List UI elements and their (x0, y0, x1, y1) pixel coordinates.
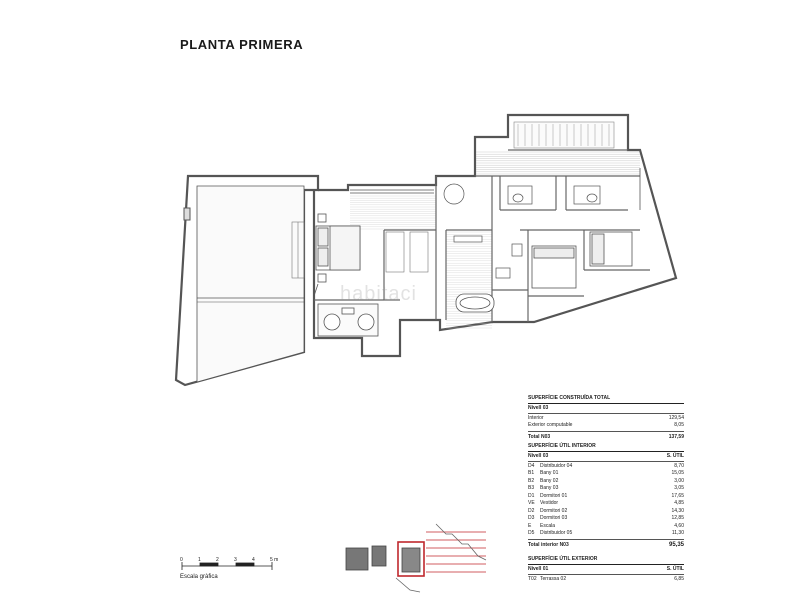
scale-tick-label: 3 (234, 557, 237, 563)
row-label: Dormitori 03 (540, 515, 568, 521)
row-code: D1 (528, 492, 535, 499)
row-code: E (528, 522, 532, 529)
row-value: 14,30 (671, 507, 684, 514)
row-code: B2 (528, 477, 535, 484)
table-row: D2 Dormitori 02 14,30 (528, 507, 684, 515)
row-code: D5 (528, 530, 535, 536)
row-label: Bany 02 (540, 477, 559, 484)
scale-bar (181, 562, 273, 570)
row-value: 11,30 (671, 530, 684, 536)
partitions (314, 149, 650, 322)
row-code: B1 (528, 470, 535, 476)
closet (291, 221, 429, 279)
watermark: habitaci (340, 283, 417, 305)
table-row: D1 Dormitori 01 17,65 (528, 492, 684, 500)
bedroom-beds (531, 231, 633, 289)
scale-tick-label: 2 (216, 557, 219, 563)
table-row: D3 Dormitori 03 12,85 (528, 515, 684, 523)
scale-label: Escala gràfica (180, 574, 218, 580)
scale-tick-label: 5 m (270, 557, 279, 563)
row-code: D3 (528, 515, 535, 521)
row-label: Dormitori 02 (540, 507, 568, 514)
table-row: B3 Bany 03 3,05 (528, 485, 684, 493)
row-label: Bany 01 (540, 470, 559, 476)
row-label: Dormitori 01 (540, 492, 568, 499)
bath-fixtures (443, 183, 601, 279)
constructed-header: SUPERFÍCIE CONSTRUÏDA TOTAL (528, 395, 684, 404)
stairs (513, 121, 615, 149)
row-value: 8,70 (674, 462, 684, 469)
table-row: B1 Bany 01 15,05 (528, 470, 684, 478)
table-row: D4 Distribuidor 04 8,70 (528, 462, 684, 470)
row-code: B3 (528, 485, 535, 491)
bathtub (455, 293, 495, 313)
row-label: Distribuidor 04 (540, 462, 573, 469)
master-bed (315, 213, 361, 283)
row-value: 12,85 (671, 515, 684, 521)
table-row: VE Vestidor 4,85 (528, 500, 684, 508)
row-code: D2 (528, 507, 535, 514)
table-row: E Escala 4,60 (528, 522, 684, 530)
row-label: Escala (540, 522, 556, 529)
windows (313, 168, 641, 297)
interior-header: SUPERFÍCIE ÚTIL INTERIOR (528, 443, 684, 452)
terrace-furniture (317, 303, 379, 337)
scale-tick-label: 1 (198, 557, 201, 563)
row-value: 4,60 (674, 522, 684, 529)
constructed-level: Nivell 03 (528, 404, 684, 414)
row-label: Vestidor (540, 500, 559, 506)
exterior-header: SUPERFÍCIE ÚTIL EXTERIOR (528, 556, 684, 565)
row-value: 3,05 (674, 485, 684, 491)
plan-title: PLANTA PRIMERA (180, 37, 304, 52)
key-plan (345, 523, 487, 593)
row-value: 17,65 (671, 492, 684, 499)
table-row: D5 Distribuidor 05 11,30 (528, 530, 684, 538)
scale-tick-label: 0 (180, 557, 183, 563)
scale-tick-label: 4 (252, 557, 255, 563)
row-label: Bany 03 (540, 485, 559, 491)
constructed-area-table: SUPERFÍCIE CONSTRUÏDA TOTAL Nivell 03 In… (528, 395, 684, 441)
left-block (174, 174, 320, 387)
row-code: D4 (528, 462, 535, 469)
row-value: 3,00 (674, 477, 684, 484)
row-code: VE (528, 500, 535, 506)
row-value: 4,85 (674, 500, 684, 506)
row-label: Distribuidor 05 (540, 530, 573, 536)
row-value: 15,05 (671, 470, 684, 476)
table-row: B2 Bany 02 3,00 (528, 477, 684, 485)
